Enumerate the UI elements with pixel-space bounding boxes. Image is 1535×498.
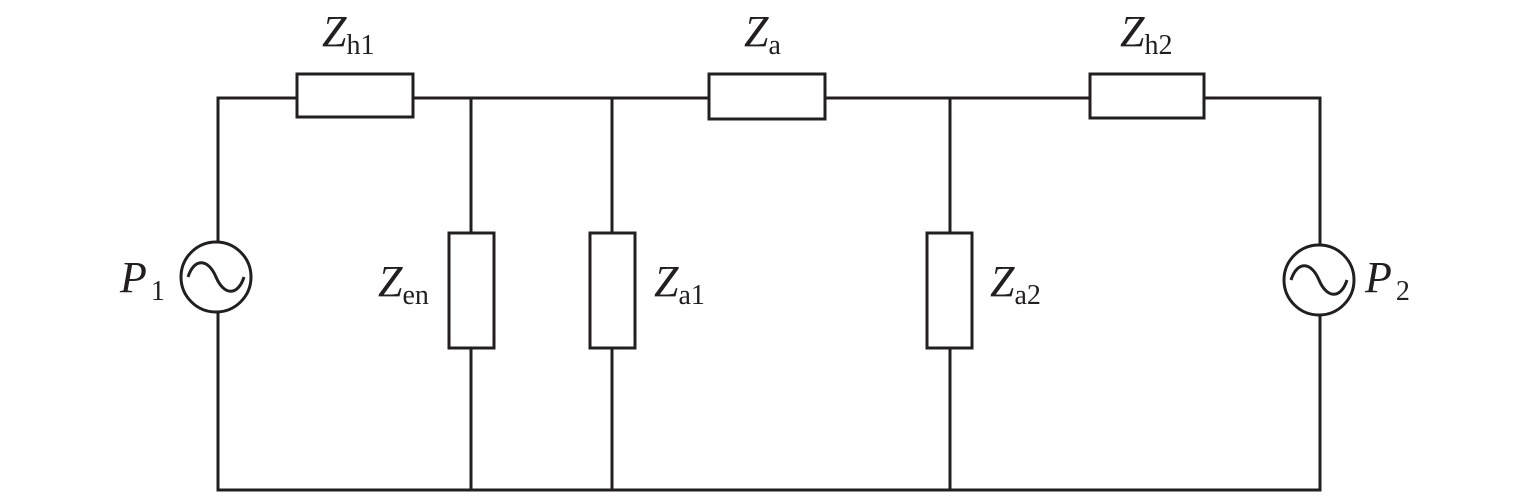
p2-source <box>1282 243 1356 317</box>
p1-label-sub: 1 <box>151 276 165 307</box>
za2-label: Za2 <box>990 257 1041 311</box>
zh2-label: Zh2 <box>1120 7 1172 61</box>
zh1-impedance-box <box>295 72 415 119</box>
zen-label-main: Z <box>378 257 403 306</box>
zen-label-sub: en <box>402 280 428 311</box>
p1-source <box>179 240 253 314</box>
za1-label-main: Z <box>654 257 679 306</box>
impedances <box>295 72 1206 350</box>
za-label: Za <box>744 7 781 61</box>
zh2-impedance-box <box>1088 72 1206 120</box>
p2-label-sub: 2 <box>1396 276 1410 307</box>
wires <box>216 96 1322 492</box>
zh2-label-sub: h2 <box>1144 30 1172 61</box>
ac-voltage-source-icon <box>1289 264 1349 296</box>
zh1-label-main: Z <box>322 7 347 56</box>
zh2-label-main: Z <box>1120 7 1145 56</box>
zh1-label-sub: h1 <box>346 30 374 61</box>
p2-label-main: P <box>1364 253 1392 302</box>
za2-impedance-box <box>925 231 974 350</box>
za-label-main: Z <box>744 7 769 56</box>
za1-label-sub: a1 <box>678 280 704 311</box>
zh1-label: Zh1 <box>322 7 374 61</box>
za1-label: Za1 <box>654 257 705 311</box>
p1-label-main: P <box>119 253 147 302</box>
ac-voltage-source-icon <box>186 261 246 293</box>
za-label-sub: a <box>768 30 781 61</box>
za2-label-sub: a2 <box>1014 280 1040 311</box>
zen-impedance-box <box>447 231 496 350</box>
za1-impedance-box <box>588 231 637 350</box>
za-impedance-box <box>707 72 827 121</box>
zen-label: Zen <box>378 257 429 311</box>
za2-label-main: Z <box>990 257 1015 306</box>
